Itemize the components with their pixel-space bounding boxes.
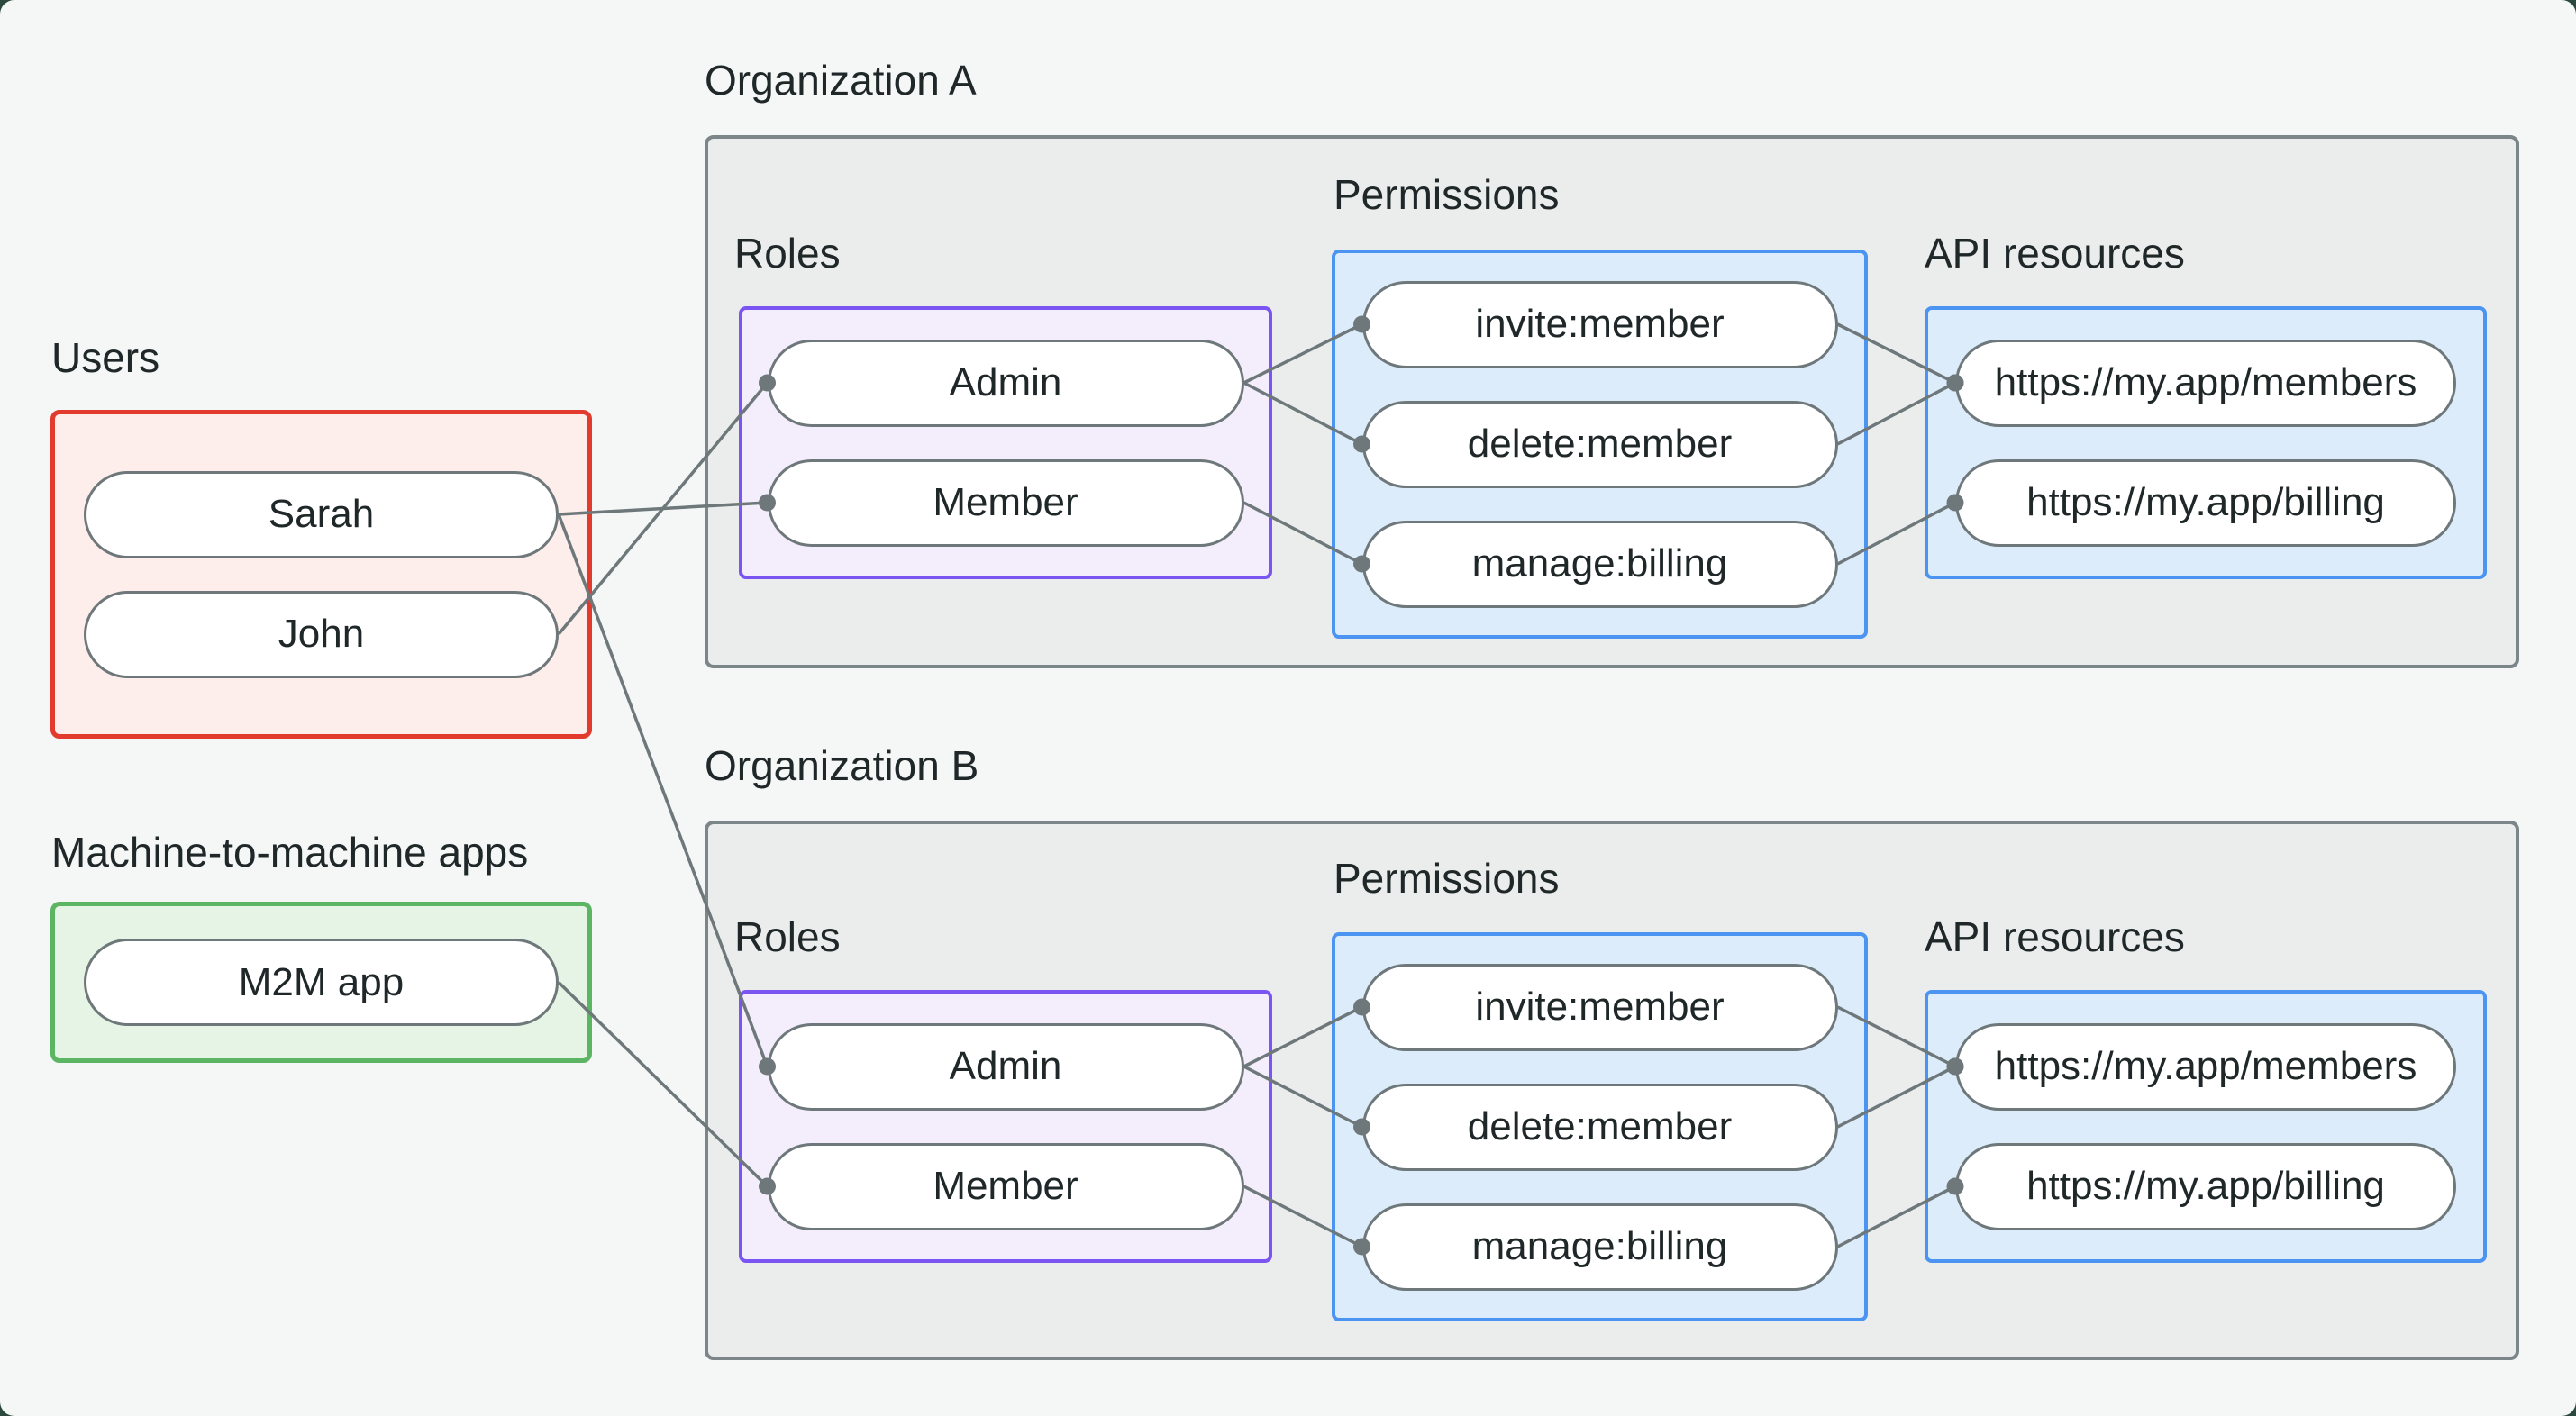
user-node-sarah: Sarah xyxy=(84,470,559,558)
org-b-api-members-url: https://my.app/members xyxy=(1955,1022,2456,1111)
org-a-api-billing-url: https://my.app/billing xyxy=(1955,458,2456,547)
org-a-role-member: Member xyxy=(767,458,1244,547)
m2m-group-box: M2M app xyxy=(50,902,592,1063)
org-b-roles-label: Roles xyxy=(734,913,841,960)
org-a-permission-manage-billing: manage:billing xyxy=(1361,520,1838,608)
user-node-john: John xyxy=(84,590,559,678)
org-a-api-resources-label: API resources xyxy=(1925,230,2185,277)
org-a-permission-delete-member: delete:member xyxy=(1361,400,1838,488)
org-b-permission-invite-member: invite:member xyxy=(1361,963,1838,1051)
org-b-api-resources-box: https://my.app/members https://my.app/bi… xyxy=(1925,990,2487,1263)
org-b-permissions-label: Permissions xyxy=(1334,855,1560,902)
m2m-section-label: Machine-to-machine apps xyxy=(51,829,529,876)
m2m-app-node: M2M app xyxy=(84,939,559,1026)
users-group-box: Sarah John xyxy=(50,410,592,739)
org-a-permissions-label: Permissions xyxy=(1334,171,1560,218)
users-section-label: Users xyxy=(51,334,160,381)
org-b-permissions-box: invite:member delete:member manage:billi… xyxy=(1332,932,1868,1321)
org-a-title: Organization A xyxy=(705,57,977,104)
org-b-roles-box: Admin Member xyxy=(739,990,1272,1263)
org-a-roles-label: Roles xyxy=(734,230,841,277)
org-a-permission-invite-member: invite:member xyxy=(1361,280,1838,368)
org-a-roles-box: Admin Member xyxy=(739,306,1272,579)
org-b-permission-manage-billing: manage:billing xyxy=(1361,1203,1838,1291)
org-b-role-member: Member xyxy=(767,1142,1244,1230)
org-a-role-admin: Admin xyxy=(767,339,1244,427)
org-b-role-admin: Admin xyxy=(767,1022,1244,1111)
org-b-api-resources-label: API resources xyxy=(1925,913,2185,960)
org-a-permissions-box: invite:member delete:member manage:billi… xyxy=(1332,250,1868,639)
org-b-permission-delete-member: delete:member xyxy=(1361,1083,1838,1171)
org-a-api-members-url: https://my.app/members xyxy=(1955,339,2456,427)
org-b-title: Organization B xyxy=(705,742,979,789)
org-b-api-billing-url: https://my.app/billing xyxy=(1955,1142,2456,1230)
org-a-api-resources-box: https://my.app/members https://my.app/bi… xyxy=(1925,306,2487,579)
